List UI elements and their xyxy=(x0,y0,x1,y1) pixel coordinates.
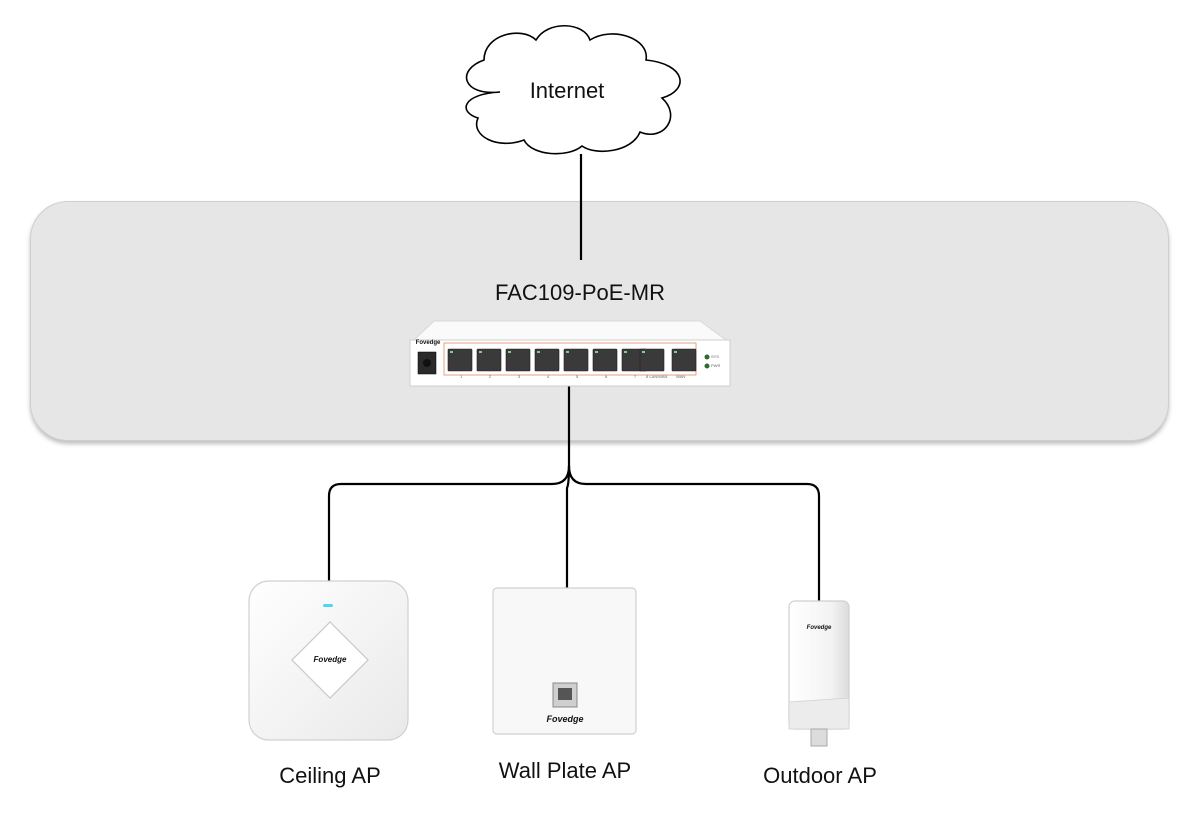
port-8 xyxy=(639,348,665,372)
link-wall-plate-ap xyxy=(565,465,571,588)
link-outdoor-ap xyxy=(567,465,821,602)
port-number-5: 5 xyxy=(576,374,579,379)
link-ceiling-ap xyxy=(327,465,571,584)
outdoor-ap-label: Outdoor AP xyxy=(763,763,877,788)
port-5 xyxy=(563,348,589,372)
antenna-connector xyxy=(810,728,828,747)
port-number-1: 1 xyxy=(460,374,463,379)
port-number-6: 6 xyxy=(605,374,608,379)
wall-plate-ap-label: Wall Plate AP xyxy=(498,758,632,783)
internet-cloud xyxy=(465,25,681,155)
status-led xyxy=(323,604,333,607)
port-number-8: 8 LAN/WAN xyxy=(646,374,668,379)
poe-switch xyxy=(409,320,731,387)
pwr-led xyxy=(704,363,710,369)
ethernet-ports xyxy=(447,348,697,372)
port-number-wan: WAN xyxy=(676,374,686,379)
port-2 xyxy=(476,348,502,372)
port-3 xyxy=(505,348,531,372)
pwr-led-label: PWR xyxy=(711,363,721,368)
port-wan xyxy=(671,348,697,372)
ceiling-ap-device xyxy=(248,580,409,741)
port-number-7: 7 xyxy=(634,374,637,379)
internet-label: Internet xyxy=(529,78,605,103)
ceiling-ap-label: Ceiling AP xyxy=(279,763,381,788)
outdoor-ap-brand: Fovedge xyxy=(806,625,832,631)
switch-port-labels: 1 2 3 4 5 6 7 8 LAN/WAN WAN xyxy=(448,374,698,382)
switch-model-label: FAC109-PoE-MR xyxy=(495,280,665,305)
wall-plate-ap-brand: Fovedge xyxy=(546,714,584,724)
outdoor-ap-device xyxy=(788,600,850,747)
port-4 xyxy=(534,348,560,372)
port-number-3: 3 xyxy=(518,374,521,379)
sys-led-label: SYS xyxy=(711,354,720,359)
port-6 xyxy=(592,348,618,372)
switch-brand-logo: Fovedge xyxy=(415,340,441,346)
port-1 xyxy=(447,348,473,372)
sys-led xyxy=(704,354,710,360)
connection-lines xyxy=(327,154,821,602)
port-number-4: 4 xyxy=(547,374,550,379)
ceiling-ap-brand: Fovedge xyxy=(313,655,347,664)
port-number-2: 2 xyxy=(489,374,492,379)
wall-plate-ap-device xyxy=(492,587,637,735)
